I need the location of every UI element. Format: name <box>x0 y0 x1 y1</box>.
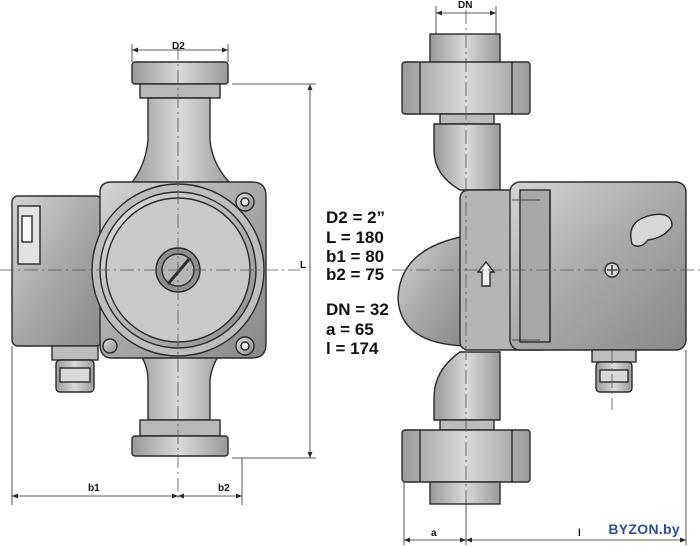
label-b1: b1 <box>88 483 100 494</box>
label-dn: DN <box>458 0 473 11</box>
spec-a: a = 65 <box>326 320 374 339</box>
side-dimension-lines <box>403 6 687 545</box>
side-bottom-stub <box>429 481 501 505</box>
side-centerlines <box>392 10 700 500</box>
spec-dn: DN = 32 <box>326 300 389 319</box>
front-bolt <box>102 338 118 354</box>
watermark: BYZON.by <box>608 521 680 537</box>
front-top-neck <box>128 97 234 186</box>
spec-l: l = 174 <box>326 339 379 358</box>
spec-L: L = 180 <box>326 228 384 247</box>
side-cable-gland <box>591 349 637 363</box>
label-a: a <box>431 528 437 539</box>
flow-arrow-icon <box>476 260 496 287</box>
front-cable-gland <box>51 345 99 361</box>
side-view <box>397 33 687 505</box>
label-d2: D2 <box>172 41 185 52</box>
label-l-small: l <box>578 528 581 539</box>
side-bottom-neck <box>433 351 501 421</box>
front-top-flange <box>131 61 229 85</box>
side-volute <box>397 235 467 347</box>
side-speed-knob <box>630 213 673 247</box>
front-bottom-flange <box>131 435 229 457</box>
spec-b1: b1 = 80 <box>326 247 385 266</box>
label-l: L <box>300 260 307 271</box>
front-dimension-arrows <box>12 47 313 499</box>
side-top-stub <box>429 33 501 65</box>
label-b2: b2 <box>218 483 230 494</box>
side-top-neck <box>433 123 501 191</box>
spec-d2: D2 = 2” <box>326 208 386 227</box>
front-view <box>11 61 267 457</box>
spec-b2: b2 = 75 <box>326 265 385 284</box>
side-dimension-arrows <box>404 10 686 543</box>
front-centerlines <box>0 46 300 500</box>
front-dimension-lines <box>11 44 316 505</box>
